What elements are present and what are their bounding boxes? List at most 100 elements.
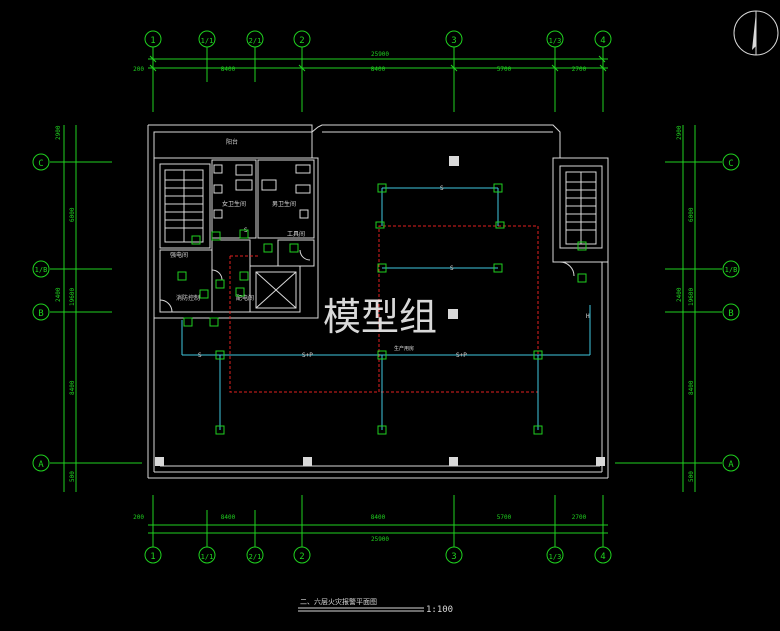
svg-text:2900: 2900 bbox=[676, 125, 683, 140]
watermark: 模型组 bbox=[323, 295, 437, 339]
svg-text:男卫生间: 男卫生间 bbox=[272, 200, 296, 208]
north-arrow-icon bbox=[733, 10, 779, 56]
smoke-detector-icon bbox=[177, 271, 187, 281]
top-axis-row: 1 1/1 2/1 2 3 1/3 4 bbox=[144, 30, 612, 112]
smoke-detector-icon bbox=[493, 183, 503, 193]
axis-1-1-top: 1/1 bbox=[201, 37, 214, 45]
svg-text:8400: 8400 bbox=[688, 380, 695, 395]
drawing-title: 二、六层火灾报警平面图 bbox=[300, 597, 377, 606]
manual-alarm-icon bbox=[577, 273, 587, 283]
svg-text:500: 500 bbox=[69, 471, 76, 482]
alarm-bell-icon bbox=[375, 221, 385, 229]
svg-text:女卫生间: 女卫生间 bbox=[222, 200, 246, 208]
svg-text:19600: 19600 bbox=[69, 288, 76, 306]
axis-A-right: A bbox=[728, 460, 734, 470]
axis-B-right: B bbox=[728, 309, 733, 319]
svg-text:5700: 5700 bbox=[497, 66, 512, 73]
svg-text:8400: 8400 bbox=[221, 66, 236, 73]
smoke-detector-icon bbox=[209, 317, 219, 327]
svg-text:工具间: 工具间 bbox=[287, 230, 305, 238]
smoke-detector-icon bbox=[263, 243, 273, 253]
smoke-detector-icon bbox=[533, 425, 543, 435]
left-core: 女卫生间 男卫生间 工具间 强电间 消防控制 配电间 bbox=[153, 157, 319, 319]
smoke-detector-icon bbox=[577, 241, 587, 251]
svg-text:2400: 2400 bbox=[676, 287, 683, 302]
dim-total-bottom: 25900 bbox=[371, 536, 389, 543]
title-block: 二、六层火灾报警平面图 1:100 bbox=[298, 597, 453, 615]
smoke-detector-icon bbox=[239, 229, 249, 239]
bottom-axis-row: 200 8400 8400 5700 2700 25900 1 1/1 2/1 … bbox=[133, 495, 612, 564]
smoke-detector-icon bbox=[199, 289, 209, 299]
axis-4-bottom: 4 bbox=[600, 552, 605, 562]
svg-text:2400: 2400 bbox=[55, 287, 62, 302]
axis-2-bottom: 2 bbox=[299, 552, 304, 562]
axis-3-top: 3 bbox=[451, 36, 456, 46]
elevator-shaft bbox=[255, 271, 297, 309]
alarm-bell-icon bbox=[495, 221, 505, 229]
balcony: 阳台 bbox=[153, 131, 313, 159]
axis-A-left: A bbox=[38, 460, 44, 470]
svg-text:生产用房: 生产用房 bbox=[394, 345, 414, 352]
svg-text:S: S bbox=[440, 185, 444, 192]
detectors bbox=[177, 183, 587, 435]
svg-text:500: 500 bbox=[688, 471, 695, 482]
axis-2-1-top: 2/1 bbox=[249, 37, 262, 45]
svg-text:5700: 5700 bbox=[497, 514, 512, 521]
axis-3-bottom: 3 bbox=[451, 552, 456, 562]
smoke-detector-icon bbox=[377, 350, 387, 360]
smoke-detector-icon bbox=[377, 263, 387, 273]
dim-total-top: 25900 bbox=[371, 51, 389, 58]
left-axis-column: 2900 6000 2400 19600 8400 500 C 1/B B A bbox=[32, 125, 142, 492]
smoke-detector-icon bbox=[211, 231, 221, 241]
svg-text:8400: 8400 bbox=[371, 514, 386, 521]
svg-text:阳台: 阳台 bbox=[226, 138, 238, 146]
smoke-detector-icon bbox=[239, 271, 249, 281]
svg-text:S: S bbox=[450, 265, 454, 272]
smoke-detector-icon bbox=[533, 350, 543, 360]
axis-C-right: C bbox=[728, 159, 733, 169]
smoke-detector-icon bbox=[191, 235, 201, 245]
axis-1-top: 1 bbox=[150, 36, 155, 46]
right-stair bbox=[552, 157, 609, 277]
drawing-scale: 1:100 bbox=[426, 605, 453, 615]
right-axis-column: 2900 6000 2400 19600 8400 500 C 1/B B A bbox=[615, 125, 740, 492]
axis-4-top: 4 bbox=[600, 36, 605, 46]
smoke-detector-icon bbox=[289, 243, 299, 253]
svg-text:8400: 8400 bbox=[221, 514, 236, 521]
svg-text:配电间: 配电间 bbox=[236, 294, 254, 302]
smoke-detector-icon bbox=[215, 425, 225, 435]
smoke-detector-icon bbox=[377, 183, 387, 193]
axis-1-3-top: 1/3 bbox=[549, 37, 562, 45]
svg-text:6000: 6000 bbox=[688, 207, 695, 222]
svg-text:2700: 2700 bbox=[572, 514, 587, 521]
smoke-detector-icon bbox=[377, 425, 387, 435]
svg-text:2700: 2700 bbox=[572, 66, 587, 73]
svg-text:6000: 6000 bbox=[69, 207, 76, 222]
svg-text:2900: 2900 bbox=[55, 125, 62, 140]
svg-text:S+P: S+P bbox=[302, 352, 313, 359]
svg-text:H: H bbox=[586, 313, 590, 320]
svg-text:S+P: S+P bbox=[456, 352, 467, 359]
smoke-detector-icon bbox=[215, 350, 225, 360]
axis-B-left: B bbox=[38, 309, 43, 319]
svg-text:强电间: 强电间 bbox=[170, 251, 188, 259]
smoke-detector-icon bbox=[183, 317, 193, 327]
axis-1B-left: 1/B bbox=[35, 266, 48, 274]
svg-text:200: 200 bbox=[133, 514, 144, 521]
axis-2-1-bottom: 2/1 bbox=[249, 553, 262, 561]
smoke-detector-icon bbox=[215, 279, 225, 289]
axis-1-bottom: 1 bbox=[150, 552, 155, 562]
svg-text:消防控制: 消防控制 bbox=[176, 294, 200, 302]
smoke-detector-icon bbox=[493, 263, 503, 273]
axis-C-left: C bbox=[38, 159, 43, 169]
axis-1B-right: 1/B bbox=[725, 266, 738, 274]
svg-text:19600: 19600 bbox=[688, 288, 695, 306]
top-dimensions: 25900 200 8400 8400 5700 2700 bbox=[133, 51, 608, 73]
axis-1-3-bottom: 1/3 bbox=[549, 553, 562, 561]
svg-text:8400: 8400 bbox=[371, 66, 386, 73]
svg-text:S: S bbox=[198, 352, 202, 359]
axis-2-top: 2 bbox=[299, 36, 304, 46]
smoke-detector-icon bbox=[235, 287, 245, 297]
svg-text:8400: 8400 bbox=[69, 380, 76, 395]
